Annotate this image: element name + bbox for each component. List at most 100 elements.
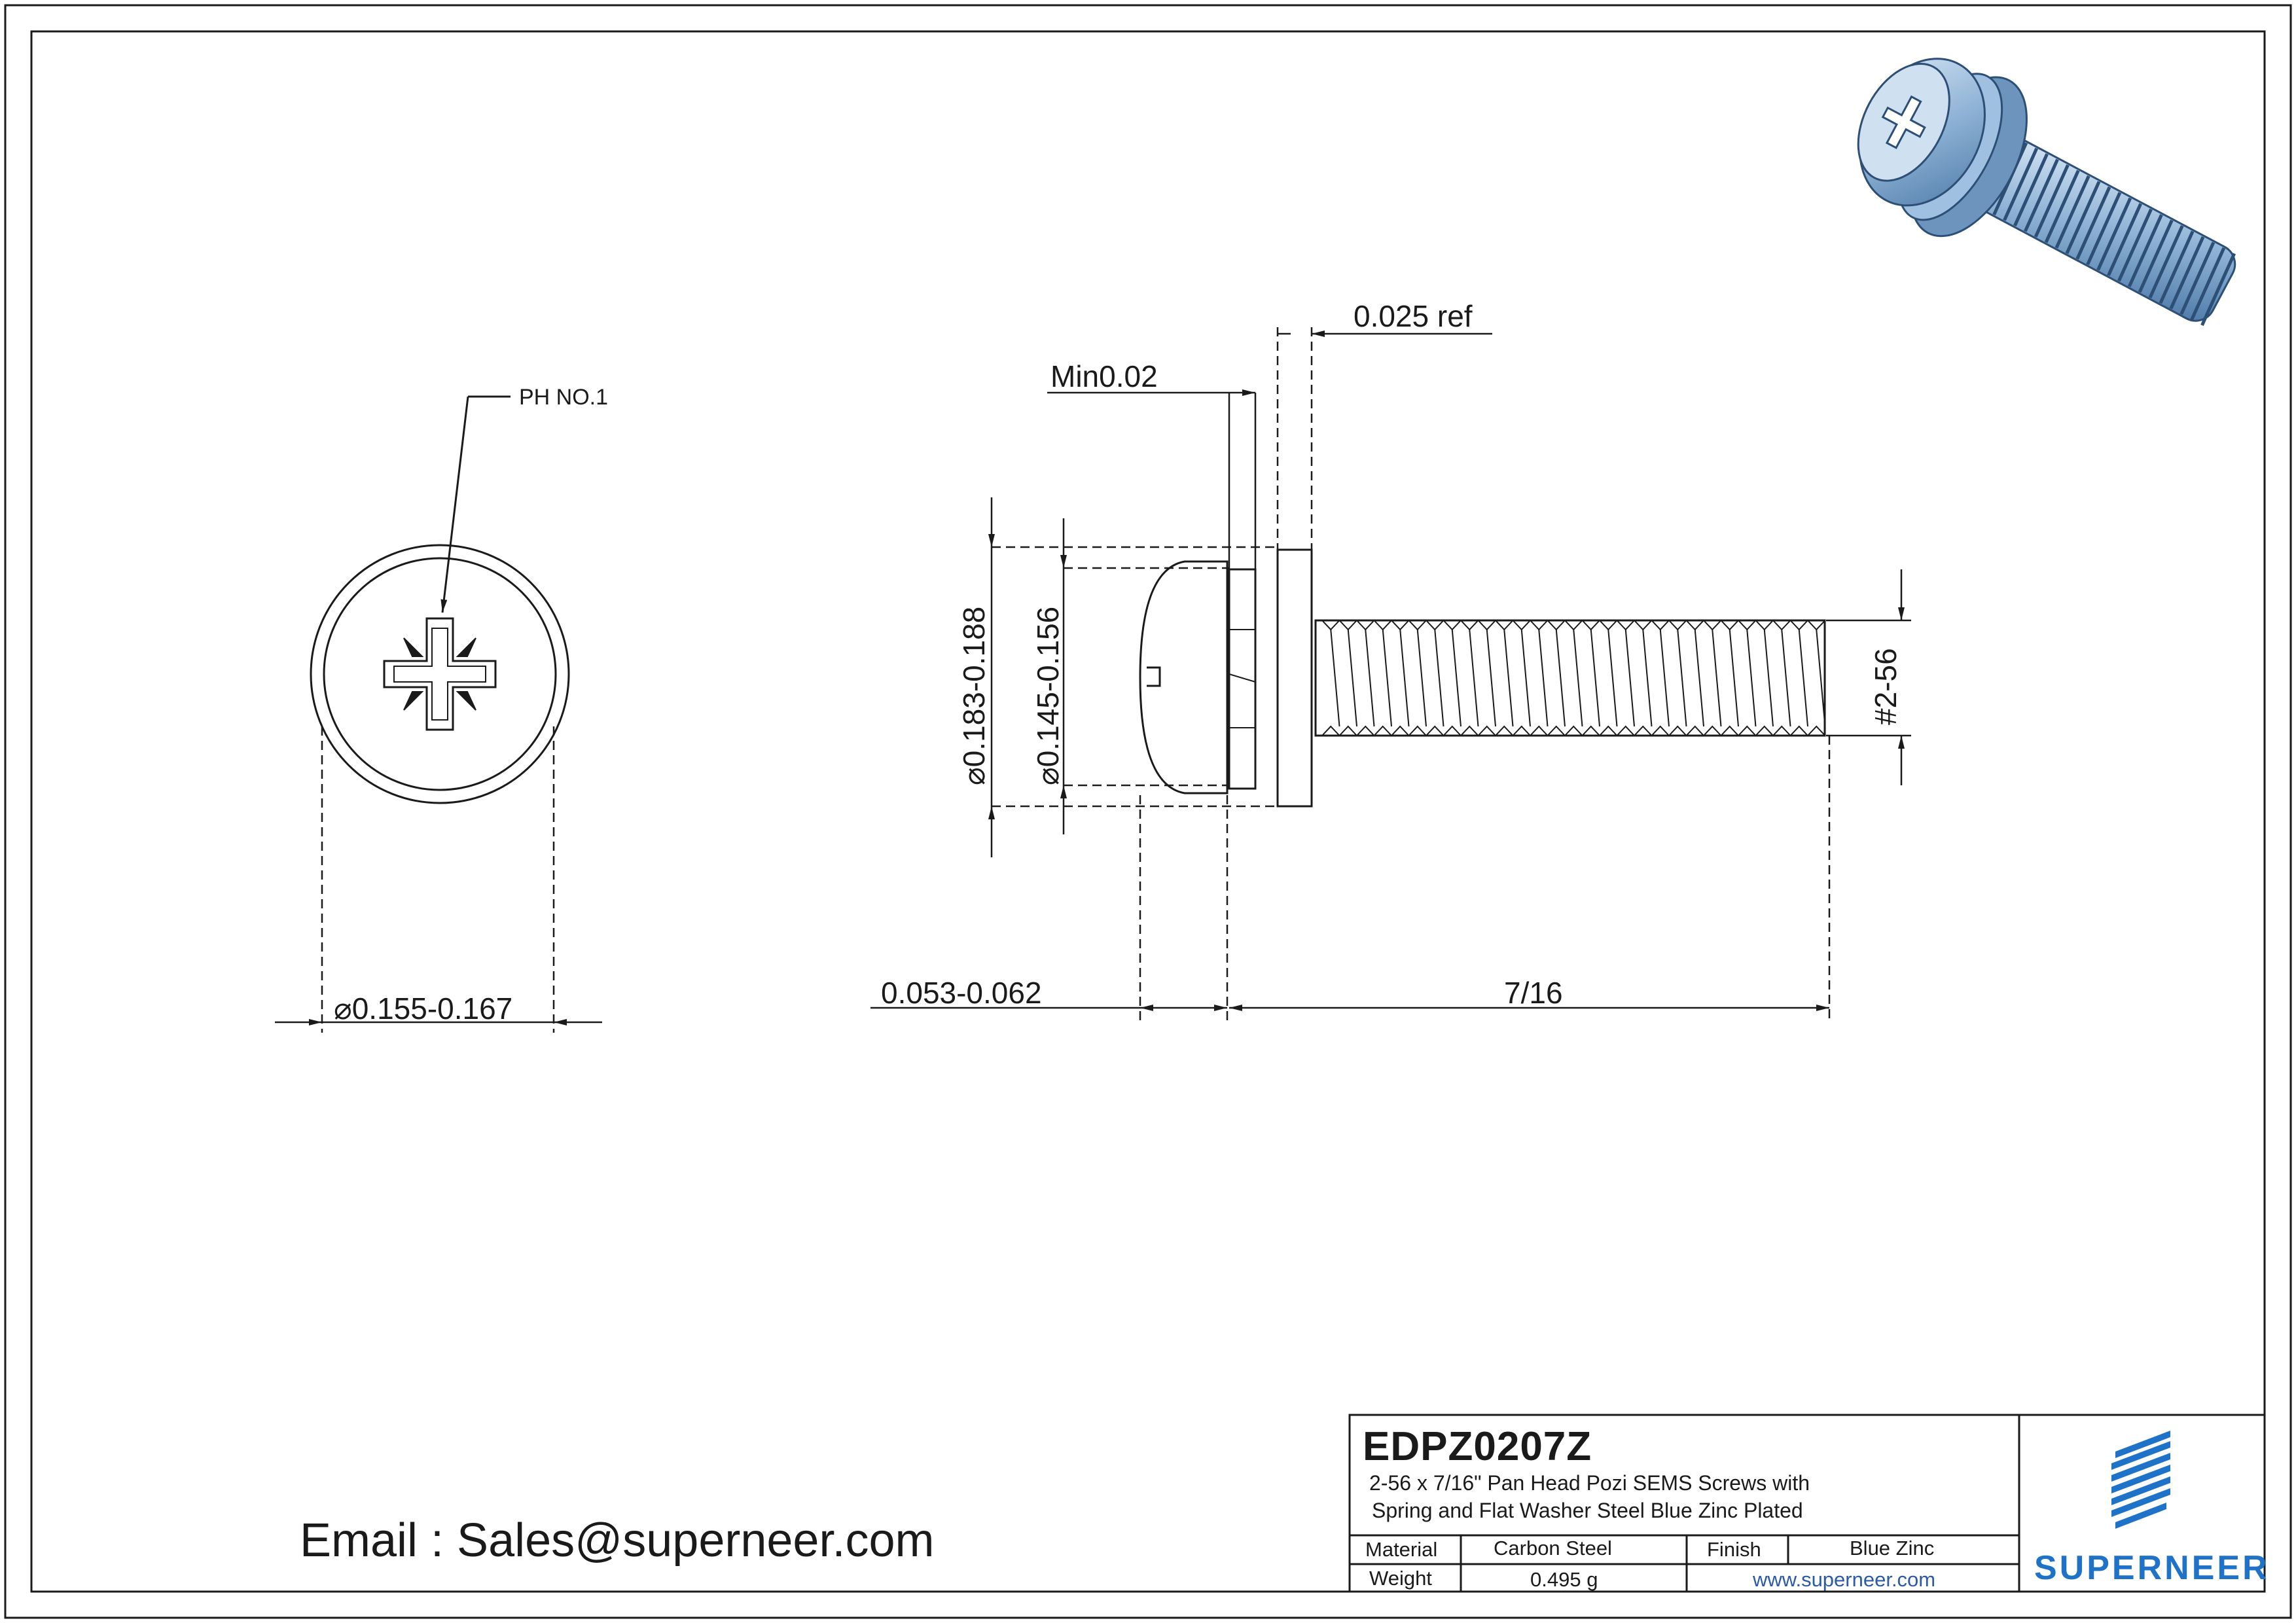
thread-tooth xyxy=(1599,725,1618,736)
thread-lines xyxy=(1321,620,1826,736)
thread-helix-line xyxy=(1729,629,1739,727)
thread-tooth xyxy=(1547,725,1566,736)
render-thread-ring xyxy=(2138,219,2174,293)
thread-helix-line xyxy=(1746,629,1757,727)
thread-helix-line xyxy=(1555,629,1566,727)
render-thread-ring xyxy=(2148,225,2184,298)
side-dims xyxy=(870,327,1911,1021)
thread-tooth xyxy=(1668,725,1687,736)
length-label: 7/16 xyxy=(1504,976,1563,1010)
outer-border xyxy=(4,4,2292,1619)
screw-3d-render-icon xyxy=(1857,58,2236,327)
thread-tooth xyxy=(1634,725,1653,736)
thread-tooth xyxy=(1443,725,1462,736)
head-front-view xyxy=(310,544,570,804)
thread-helix-line xyxy=(1763,629,1774,727)
finish-label: Finish xyxy=(1707,1538,1761,1561)
thread-helix-line xyxy=(1486,629,1496,727)
head-recess-dia-label: ⌀0.155-0.167 xyxy=(334,991,513,1026)
part-description-2: Spring and Flat Washer Steel Blue Zinc P… xyxy=(1372,1499,1803,1522)
thread-helix-line xyxy=(1712,629,1722,727)
thread-helix-line xyxy=(1816,629,1826,727)
thread-helix-line xyxy=(1624,629,1635,727)
weight-label: Weight xyxy=(1369,1567,1432,1590)
title-block xyxy=(1348,1414,2266,1593)
thread-size-label: #2-56 xyxy=(1869,648,1903,725)
render-thread-ring xyxy=(2044,169,2080,243)
drive-leader xyxy=(440,395,511,613)
render-thread-ring xyxy=(2169,236,2205,310)
thread-helix-line xyxy=(1330,629,1340,727)
thread-tooth xyxy=(1512,725,1531,736)
thread-tooth xyxy=(1703,725,1722,736)
thread-helix-line xyxy=(1573,629,1583,727)
render-thread-ring xyxy=(2003,147,2039,221)
min-gap-label: Min0.02 xyxy=(1050,359,1158,393)
render-thread-ring xyxy=(2075,186,2111,260)
thread-tooth xyxy=(1755,725,1774,736)
superneer-logo-icon xyxy=(2111,1431,2170,1529)
thread-helix-line xyxy=(1677,629,1687,727)
thread-tooth xyxy=(1495,725,1514,736)
render-thread-ring xyxy=(2179,241,2215,315)
head-dia-label: ⌀0.183-0.188 xyxy=(957,606,991,785)
thread-helix-line xyxy=(1694,629,1704,727)
render-thread-ring xyxy=(2159,230,2195,304)
part-number: EDPZ0207Z xyxy=(1363,1424,1592,1469)
render-thread-ring xyxy=(2096,197,2132,271)
thread-tooth xyxy=(1651,725,1670,736)
render-thread-ring xyxy=(2065,181,2101,255)
thread-tooth xyxy=(1338,725,1357,736)
phillips-pozi-recess-icon xyxy=(383,617,497,731)
thread-helix-line xyxy=(1781,629,1791,727)
thread-tooth xyxy=(1789,725,1808,736)
head-dia-dim xyxy=(275,726,602,1033)
thread-tooth xyxy=(1772,725,1791,736)
thread-helix-line xyxy=(1382,629,1392,727)
material-label: Material xyxy=(1365,1538,1438,1561)
thread-tooth xyxy=(1564,725,1583,736)
contact-email[interactable]: Email : Sales@superneer.com xyxy=(300,1514,935,1567)
thread-tooth xyxy=(1616,725,1635,736)
thread-tooth xyxy=(1321,725,1340,736)
thread-helix-line xyxy=(1520,629,1531,727)
washer-dia-label: ⌀0.145-0.156 xyxy=(1031,606,1065,785)
render-thread-ring xyxy=(2013,153,2049,226)
render-thread-ring xyxy=(2190,247,2226,321)
screw-side-view xyxy=(1139,548,1826,808)
render-thread-ring xyxy=(2117,208,2153,282)
render-thread-ring xyxy=(2054,175,2090,249)
thread-tooth xyxy=(1738,725,1757,736)
render-thread-ring xyxy=(2034,164,2070,238)
thread-tooth xyxy=(1581,725,1600,736)
thread-tooth xyxy=(1477,725,1496,736)
thread-tooth xyxy=(1685,725,1704,736)
render-thread-ring xyxy=(2107,203,2142,277)
thread-tooth xyxy=(1356,725,1375,736)
thread-tooth xyxy=(1460,725,1479,736)
website-link[interactable]: www.superneer.com xyxy=(1753,1568,1936,1591)
thread-helix-line xyxy=(1399,629,1410,727)
thread-helix-line xyxy=(1538,629,1549,727)
head-height-label: 0.053-0.062 xyxy=(881,976,1042,1010)
thread-helix-line xyxy=(1434,629,1444,727)
render-thread-ring xyxy=(2086,192,2122,266)
finish-value: Blue Zinc xyxy=(1850,1537,1935,1560)
brand-name: SUPERNEER xyxy=(2034,1549,2270,1587)
thread-tooth xyxy=(1408,725,1427,736)
render-thread-ring xyxy=(2023,158,2059,232)
thread-tooth xyxy=(1373,725,1392,736)
thread-tooth xyxy=(1720,725,1739,736)
thread-helix-line xyxy=(1659,629,1670,727)
part-description-1: 2-56 x 7/16" Pan Head Pozi SEMS Screws w… xyxy=(1369,1471,1810,1495)
render-thread-ring xyxy=(2200,253,2236,327)
thread-helix-line xyxy=(1798,629,1808,727)
material-value: Carbon Steel xyxy=(1494,1537,1612,1560)
thread-tooth xyxy=(1426,725,1444,736)
thread-helix-line xyxy=(1642,629,1653,727)
render-thread-ring xyxy=(2127,214,2163,287)
thread-helix-line xyxy=(1347,629,1357,727)
thread-helix-line xyxy=(1365,629,1375,727)
